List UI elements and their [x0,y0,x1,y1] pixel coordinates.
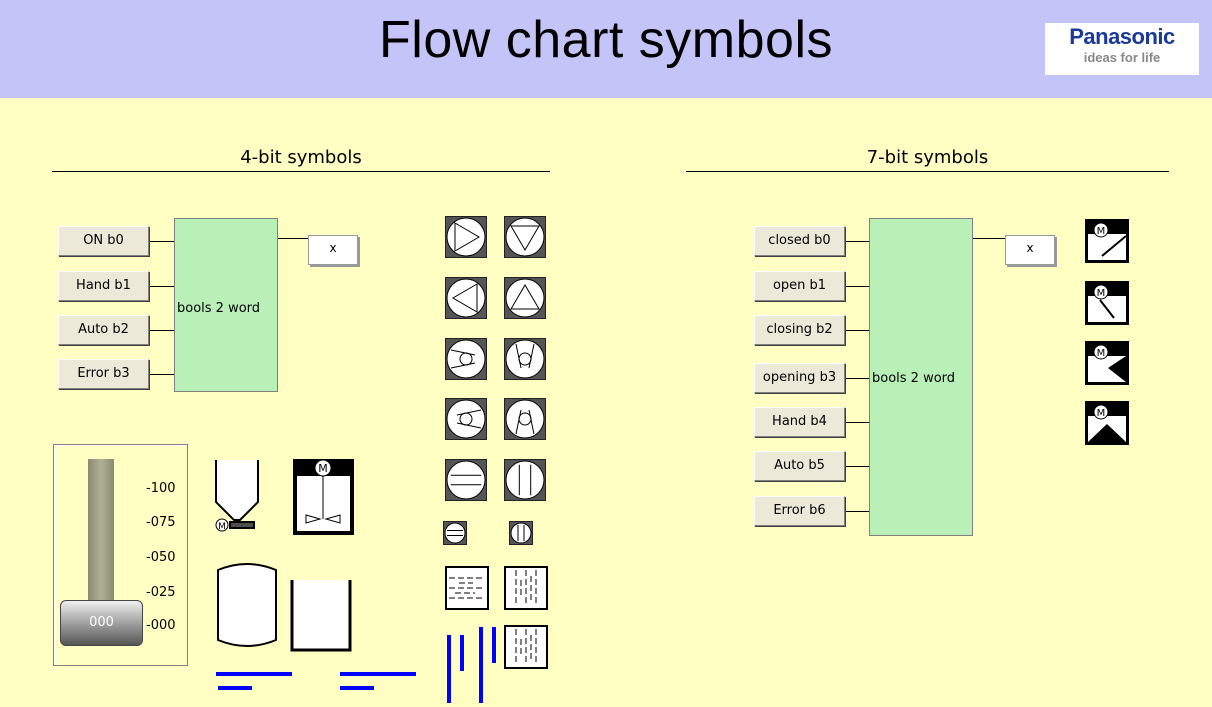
svg-text:M: M [218,522,226,532]
pump-up-icon[interactable] [504,277,546,319]
scale-label: -025 [146,585,176,600]
wire [150,330,174,331]
wire [846,286,869,287]
bit-button-opening-b3[interactable]: opening b3 [754,363,845,393]
motor-valve-icon[interactable]: M [1084,218,1130,264]
logo-tagline: ideas for life [1083,50,1161,65]
svg-text:M: M [1097,408,1106,419]
pump-right-icon[interactable] [445,216,487,258]
svg-text:M: M [1097,226,1106,237]
word-output-display[interactable]: x [308,235,358,265]
heat-exchanger-vertical-2-icon[interactable] [504,625,548,669]
wire [846,241,869,242]
bit-button-open-b1[interactable]: open b1 [754,271,845,301]
bools-2-word-block[interactable]: bools 2 word [174,218,278,392]
bit-button-hand-b4[interactable]: Hand b4 [754,407,845,437]
open-tank-icon[interactable] [290,578,352,652]
valve-vertical-icon[interactable] [504,459,546,501]
bit-button-on-b0[interactable]: ON b0 [58,226,149,256]
fan-right-icon[interactable] [445,338,487,380]
pump-left-icon[interactable] [445,277,487,319]
scale-label: -075 [146,515,176,530]
motor-gate-valve-icon[interactable]: M [1084,400,1130,446]
small-valve-vertical-icon[interactable] [509,521,533,545]
seven-bit-divider [686,171,1169,172]
wire [150,286,174,287]
motor-butterfly-valve-icon[interactable]: M [1084,340,1130,386]
wire [846,330,869,331]
pipe-vertical-icon [447,627,496,703]
fan-left-icon[interactable] [445,398,487,440]
bit-button-hand-b1[interactable]: Hand b1 [58,271,149,301]
wire [973,238,1007,239]
page-title: Flow chart symbols [379,11,833,69]
heat-exchanger-vertical-icon[interactable] [504,566,548,610]
wire [278,238,310,239]
fan-up-icon[interactable] [504,398,546,440]
wire [846,422,869,423]
word-output-display-7bit[interactable]: x [1005,235,1055,265]
pipe-horizontal-icon [216,672,416,690]
scale-label: -050 [146,550,176,565]
silo-motor-icon[interactable]: M [212,458,262,534]
wire [150,241,174,242]
wire [846,378,869,379]
pump-down-icon[interactable] [504,216,546,258]
wire [846,511,869,512]
bools-2-word-block-7bit[interactable]: bools 2 word [869,218,973,536]
wire [846,466,869,467]
level-slider-frame [53,444,188,666]
fan-down-icon[interactable] [504,338,546,380]
small-valve-horizontal-icon[interactable] [443,521,467,545]
mixer-tank-icon[interactable]: M [292,458,355,536]
scale-label: -100 [146,481,176,496]
scale-label: -000 [146,618,176,633]
block-label: bools 2 word [177,301,261,316]
bit-button-error-b3[interactable]: Error b3 [58,359,149,389]
valve-horizontal-icon[interactable] [445,459,487,501]
panasonic-logo: Panasonic ideas for life [1045,23,1199,75]
four-bit-title: 4-bit symbols [240,147,362,168]
level-slider-knob[interactable]: 000 [60,600,143,646]
logo-brand: Panasonic [1069,24,1175,49]
four-bit-divider [52,171,550,172]
svg-text:M: M [318,462,328,475]
motor-damper-icon[interactable]: M [1084,280,1130,326]
bit-button-auto-b2[interactable]: Auto b2 [58,315,149,345]
vessel-icon[interactable] [216,558,278,652]
wire [150,374,174,375]
bit-button-auto-b5[interactable]: Auto b5 [754,451,845,481]
svg-text:M: M [1097,288,1106,299]
block-label: bools 2 word [872,371,956,386]
svg-text:M: M [1097,348,1106,359]
header-bar [0,0,1212,98]
seven-bit-title: 7-bit symbols [866,147,989,168]
bit-button-closed-b0[interactable]: closed b0 [754,226,845,256]
heat-exchanger-horizontal-icon[interactable] [445,566,489,610]
bit-button-closing-b2[interactable]: closing b2 [754,315,845,345]
bit-button-error-b6[interactable]: Error b6 [754,496,845,526]
